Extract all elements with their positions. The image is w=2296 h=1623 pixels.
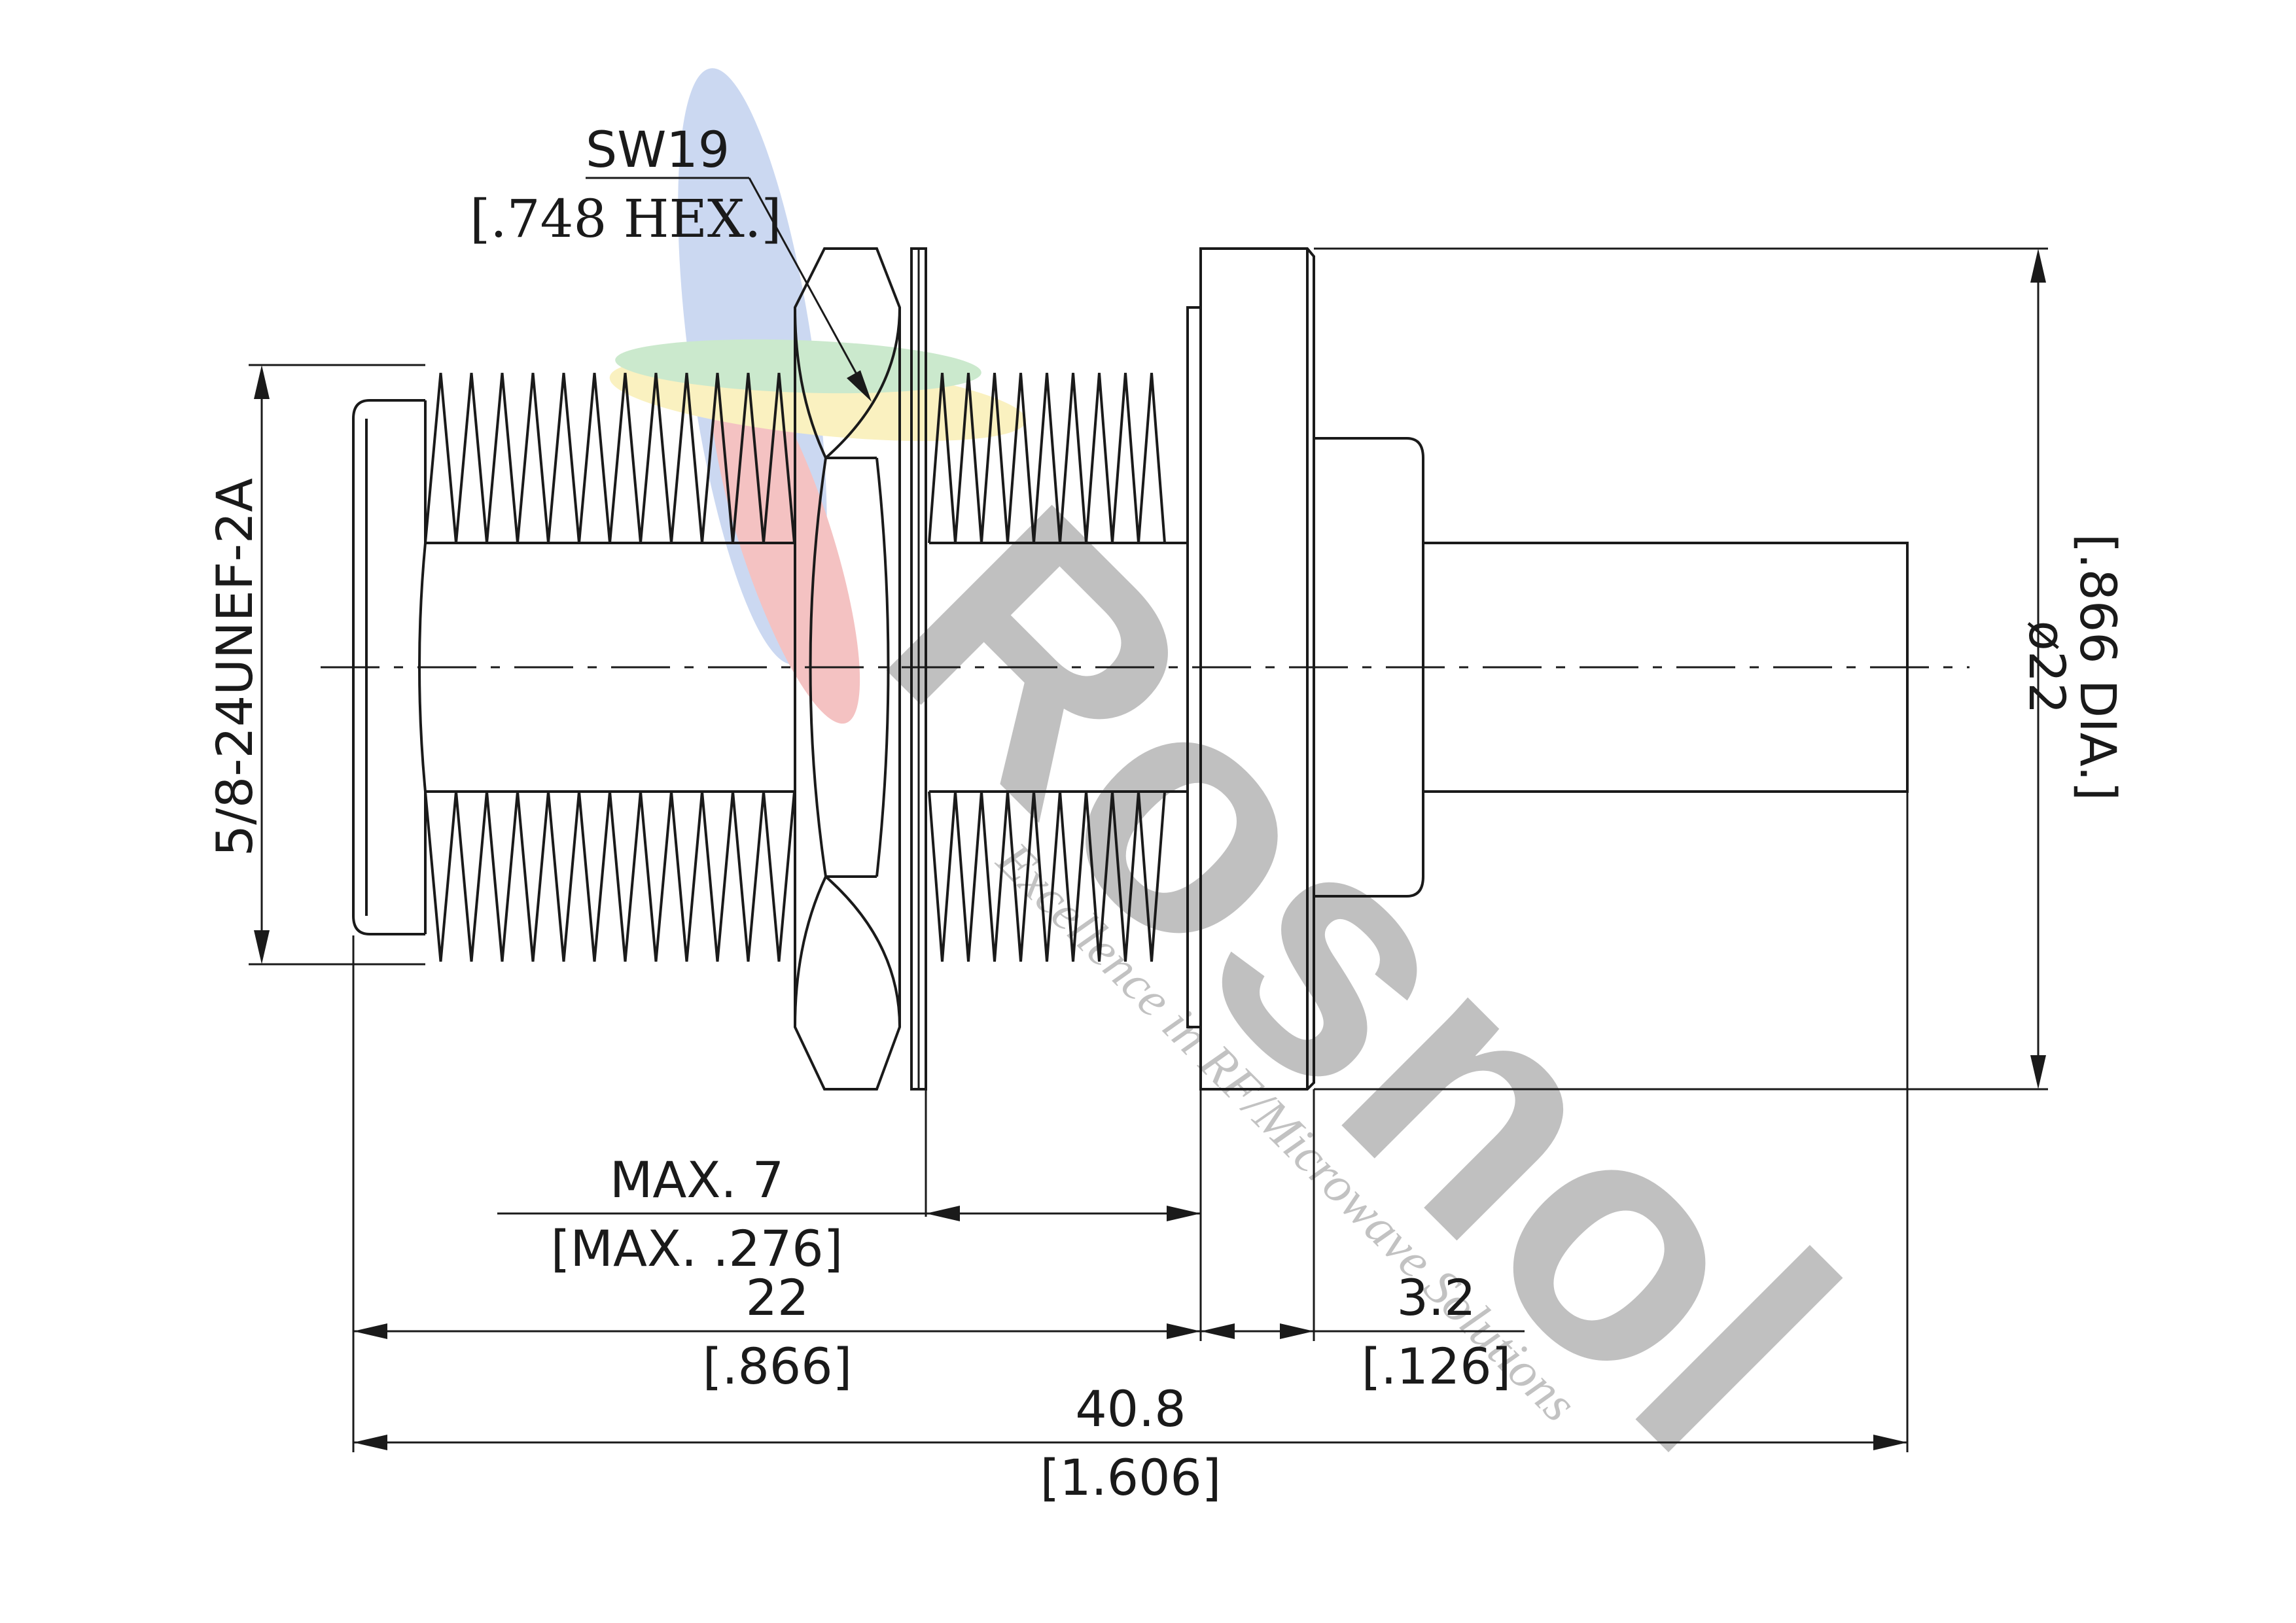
- len22-mm-label: 22: [746, 1268, 809, 1327]
- hex-in-label: [.748 HEX.]: [470, 188, 782, 249]
- thread-label: 5/8-24UNEF-2A: [205, 478, 264, 856]
- rear-thread: [928, 372, 1188, 962]
- dimension-labels: SW19 [.748 HEX.] 5/8-24UNEF-2A ø22 [.866…: [205, 120, 2127, 1507]
- diameter-in-label: [.866 DIA.]: [2069, 534, 2127, 801]
- rear-body: [1314, 437, 1909, 898]
- hex-nut: [794, 247, 901, 1091]
- front-thread: [418, 372, 796, 962]
- diameter-mm-label: ø22: [2018, 620, 2076, 714]
- flange-in-label: [.126]: [1362, 1337, 1511, 1395]
- dimension-lines: [254, 177, 2046, 1450]
- lock-washer: [910, 247, 927, 1091]
- hex-mm-label: SW19: [586, 120, 730, 179]
- len22-in-label: [.866]: [703, 1337, 853, 1395]
- flange-mm-label: 3.2: [1397, 1268, 1476, 1327]
- max-in-label: [MAX. .276]: [551, 1219, 843, 1278]
- max-mm-label: MAX. 7: [610, 1151, 784, 1209]
- total-mm-label: 40.8: [1075, 1380, 1186, 1438]
- front-face: [352, 399, 425, 935]
- extension-lines: [249, 247, 2048, 1452]
- total-in-label: [1.606]: [1040, 1448, 1222, 1507]
